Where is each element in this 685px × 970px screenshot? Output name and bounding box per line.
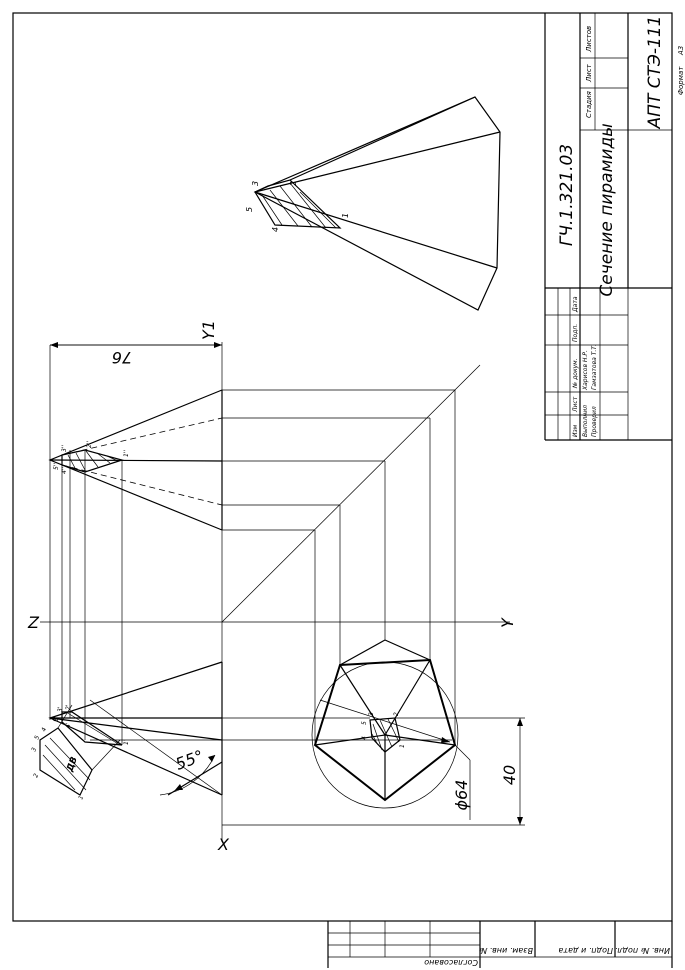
stamp-sign-date: Подп. и дата [558, 946, 613, 955]
top-label-2: 2 [393, 712, 400, 716]
dimension-40: 40 [500, 718, 523, 825]
aux-label-2: 2 [289, 181, 298, 186]
aux-label-4: 4 [271, 227, 280, 232]
aux-label-5: 5 [245, 207, 254, 212]
row-label-list: Лист [572, 396, 579, 413]
axis-z: Z [27, 613, 40, 632]
true-shape-mark: ДВ [65, 755, 80, 773]
top-label-3: 3 [368, 712, 375, 716]
role-checked: Проверил [591, 406, 598, 437]
dimension-76: 76 [50, 342, 222, 367]
name-checked: Гамзатова Т.Т. [591, 344, 598, 390]
axis-y1: Y1 [199, 320, 218, 340]
doc-code: ГЧ.1.321.03 [557, 144, 577, 246]
auxiliary-view: 1 2 3 4 5 [245, 96, 501, 311]
side-view: 1'' 2'' 3'' 4'' 5'' [48, 389, 223, 531]
role-performed: Выполнил [582, 405, 589, 437]
top-view: 1 2 3 4 5 [311, 639, 459, 809]
top-label-1: 1 [399, 744, 406, 748]
front-label-3: 3' [57, 706, 64, 712]
ts-label-4: 4 [40, 727, 48, 733]
side-stamp: Согласовано Взам. инв. № Подп. и дата Ин… [327, 921, 673, 968]
aux-label-3: 3 [251, 181, 260, 186]
name-performed: Харисов Н.Р. [582, 350, 589, 391]
dim-40-label: 40 [500, 765, 519, 785]
format-label: Формат [677, 66, 685, 95]
axis-y: Y [498, 617, 517, 628]
ts-label-2: 2 [32, 773, 40, 779]
sheet-frame [12, 12, 673, 922]
dimension-64: ϕ64 [319, 699, 471, 820]
side-label-2: 2'' [86, 441, 93, 448]
row-label-doc: № докум. [572, 358, 579, 389]
front-label-4: 4' [65, 722, 72, 728]
side-label-3: 3'' [61, 445, 68, 452]
side-label-4: 4'' [61, 467, 68, 474]
top-label-5: 5 [361, 721, 368, 725]
row-label-izm: Изм [572, 424, 579, 437]
axis-x: X [217, 835, 230, 854]
group-code: АПТ СТЭ-111 [645, 16, 665, 130]
row-label-sign: Подп. [572, 324, 579, 342]
ts-label-5: 5 [33, 735, 41, 741]
drawing-name: Сечение пирамиды [597, 123, 617, 296]
true-shape: ДВ 1 2 3 4 5 [30, 704, 121, 801]
angle-dimension: 55° [159, 746, 216, 796]
projection-links [49, 344, 525, 826]
col-sheets: Листов [585, 26, 593, 53]
side-label-1: 1'' [123, 450, 130, 457]
front-view: 1' 2' 3' 4' 5' [48, 661, 223, 796]
aux-label-1: 1 [341, 213, 350, 218]
side-label-5: 5'' [53, 463, 60, 470]
projection-axes: Z Y X Y1 [27, 320, 517, 854]
ts-label-1: 1 [77, 795, 85, 801]
front-label-1: 1' [123, 739, 130, 745]
front-label-2: 2' [65, 704, 72, 710]
stamp-inv-orig: Инв. № подл. [615, 946, 670, 955]
ts-label-3: 3 [30, 747, 38, 753]
front-label-5: 5' [53, 716, 60, 722]
dim-64-label: ϕ64 [452, 780, 471, 811]
title-block: ГЧ.1.321.03 Сечение пирамиды АПТ СТЭ-111… [544, 13, 685, 441]
top-label-4: 4 [361, 736, 368, 740]
col-stage: Стадия [585, 91, 593, 118]
format-value: А3 [677, 46, 685, 56]
stamp-inv-dup: Взам. инв. № [479, 946, 533, 955]
stamp-agreed: Согласовано [424, 958, 478, 967]
row-label-date: Дата [572, 296, 579, 313]
dim-76-label: 76 [112, 348, 132, 367]
col-sheet: Лист [585, 63, 593, 83]
angle-label: 55° [173, 746, 206, 774]
